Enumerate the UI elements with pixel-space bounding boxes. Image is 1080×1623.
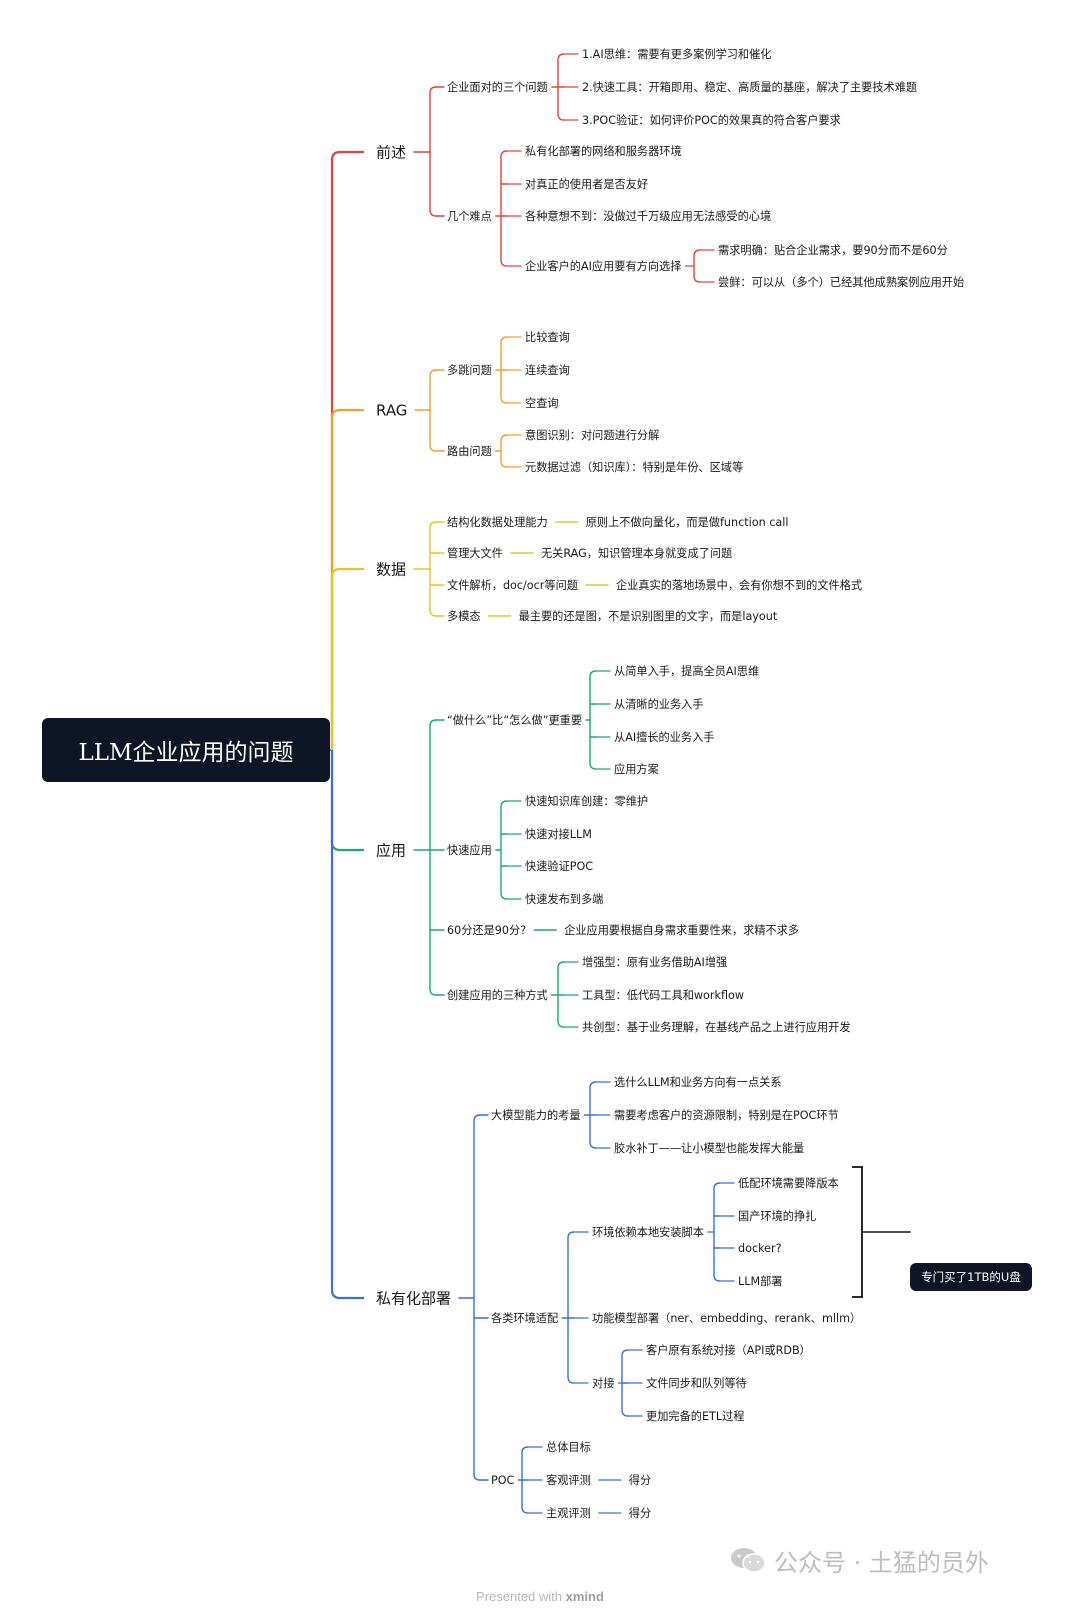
topic-qianshu-1[interactable]: 几个难点	[447, 210, 492, 223]
subtopic-siyouhua-1-2[interactable]: 对接	[592, 1376, 614, 1390]
subnote-siyouhua-2-2[interactable]: 得分	[629, 1507, 651, 1520]
note-shuju-3[interactable]: 最主要的还是图，不是识别图里的文字，而是layout	[519, 609, 778, 623]
leaf-siyouhua-1-2-2[interactable]: 更加完备的ETL过程	[646, 1409, 744, 1423]
leaf-siyouhua-1-0-3[interactable]: LLM部署	[738, 1274, 783, 1288]
subtopic-siyouhua-0-1[interactable]: 需要考虑客户的资源限制，特别是在POC环节	[614, 1108, 839, 1122]
subtopic-yingyong-0-1[interactable]: 从清晰的业务入手	[614, 697, 704, 711]
note-yingyong-2[interactable]: 企业应用要根据自身需求重要性来，求精不求多	[564, 923, 799, 937]
topic-rag-0[interactable]: 多跳问题	[447, 363, 492, 377]
topic-shuju-0[interactable]: 结构化数据处理能力	[447, 515, 548, 529]
subtopic-yingyong-1-0[interactable]: 快速知识库创建：零维护	[525, 794, 648, 808]
topic-siyouhua-1[interactable]: 各类环境适配	[491, 1311, 558, 1325]
subtopic-qianshu-1-0[interactable]: 私有化部署的网络和服务器环境	[525, 144, 682, 158]
topic-shuju-3[interactable]: 多模态	[447, 609, 481, 623]
leaf-qianshu-1-3-0[interactable]: 需求明确：贴合企业需求，要90分而不是60分	[718, 243, 948, 257]
footer-prefix: Presented with	[476, 1589, 566, 1604]
watermark: 公众号 · 土猛的员外	[730, 1540, 989, 1580]
subtopic-yingyong-0-2[interactable]: 从AI擅长的业务入手	[614, 730, 714, 744]
note-shuju-1[interactable]: 无关RAG，知识管理本身就变成了问题	[541, 546, 732, 560]
subtopic-siyouhua-2-1[interactable]: 客观评测	[546, 1473, 591, 1487]
topic-yingyong-0[interactable]: “做什么”比“怎么做”更重要	[447, 713, 582, 727]
subtopic-yingyong-3-1[interactable]: 工具型：低代码工具和workflow	[582, 988, 744, 1002]
leaf-siyouhua-1-0-0[interactable]: 低配环境需要降版本	[738, 1176, 839, 1190]
callout-topic[interactable]: 专门买了1TB的U盘	[910, 1263, 1032, 1291]
topic-qianshu-0[interactable]: 企业面对的三个问题	[447, 80, 548, 94]
subtopic-siyouhua-0-0[interactable]: 选什么LLM和业务方向有一点关系	[614, 1075, 782, 1089]
footer-credit: Presented with xmind	[0, 1589, 1080, 1604]
subtopic-yingyong-1-2[interactable]: 快速验证POC	[525, 859, 593, 873]
wechat-icon	[730, 1546, 766, 1574]
subtopic-siyouhua-2-0[interactable]: 总体目标	[546, 1440, 591, 1454]
subtopic-qianshu-1-3[interactable]: 企业客户的AI应用要有方向选择	[525, 259, 681, 273]
subtopic-rag-1-0[interactable]: 意图识别：对问题进行分解	[525, 428, 659, 442]
subtopic-yingyong-3-0[interactable]: 增强型：原有业务借助AI增强	[582, 955, 727, 969]
topic-yingyong-3[interactable]: 创建应用的三种方式	[447, 988, 548, 1002]
branch-yingyong[interactable]: 应用	[376, 841, 406, 859]
subtopic-siyouhua-1-0[interactable]: 环境依赖本地安装脚本	[592, 1225, 704, 1239]
subtopic-rag-1-1[interactable]: 元数据过滤（知识库）：特别是年份、区域等	[525, 460, 743, 474]
subtopic-qianshu-1-2[interactable]: 各种意想不到：没做过千万级应用无法感受的心境	[525, 209, 771, 223]
subnote-siyouhua-2-1[interactable]: 得分	[629, 1474, 651, 1487]
subtopic-siyouhua-0-2[interactable]: 胶水补丁——让小模型也能发挥大能量	[614, 1141, 804, 1155]
leaf-siyouhua-1-2-0[interactable]: 客户原有系统对接（API或RDB）	[646, 1343, 811, 1357]
subtopic-yingyong-1-1[interactable]: 快速对接LLM	[525, 827, 592, 841]
subtopic-rag-0-0[interactable]: 比较查询	[525, 330, 570, 344]
branch-shuju[interactable]: 数据	[376, 560, 406, 578]
root-topic[interactable]: LLM企业应用的问题	[42, 718, 330, 782]
subtopic-yingyong-0-0[interactable]: 从简单入手，提高全员AI思维	[614, 664, 759, 678]
subtopic-qianshu-0-0[interactable]: 1.AI思维：需要有更多案例学习和催化	[582, 47, 771, 61]
subtopic-qianshu-0-2[interactable]: 3.POC验证：如何评价POC的效果真的符合客户要求	[582, 113, 841, 127]
leaf-qianshu-1-3-1[interactable]: 尝鲜：可以从（多个）已经其他成熟案例应用开始	[718, 275, 964, 289]
subtopic-yingyong-3-2[interactable]: 共创型：基于业务理解，在基线产品之上进行应用开发	[582, 1020, 851, 1034]
branch-siyouhua[interactable]: 私有化部署	[376, 1289, 451, 1307]
branch-qianshu[interactable]: 前述	[376, 143, 406, 161]
topic-siyouhua-0[interactable]: 大模型能力的考量	[491, 1108, 581, 1122]
leaf-siyouhua-1-0-1[interactable]: 国产环境的挣扎	[738, 1209, 816, 1223]
subtopic-qianshu-1-1[interactable]: 对真正的使用者是否友好	[525, 177, 648, 191]
note-shuju-0[interactable]: 原则上不做向量化，而是做function call	[586, 515, 789, 529]
subtopic-yingyong-0-3[interactable]: 应用方案	[614, 762, 659, 776]
leaf-siyouhua-1-2-1[interactable]: 文件同步和队列等待	[646, 1376, 747, 1390]
footer-brand: xmind	[565, 1589, 604, 1604]
topic-shuju-2[interactable]: 文件解析，doc/ocr等问题	[447, 578, 578, 592]
topic-siyouhua-2[interactable]: POC	[491, 1474, 515, 1487]
subtopic-siyouhua-1-1[interactable]: 功能模型部署（ner、embedding、rerank、mllm）	[592, 1311, 861, 1325]
topic-yingyong-1[interactable]: 快速应用	[447, 843, 492, 857]
topic-rag-1[interactable]: 路由问题	[447, 444, 492, 458]
topic-yingyong-2[interactable]: 60分还是90分?	[447, 924, 526, 937]
note-shuju-2[interactable]: 企业真实的落地场景中，会有你想不到的文件格式	[616, 578, 862, 592]
subtopic-qianshu-0-1[interactable]: 2.快速工具：开箱即用、稳定、高质量的基座，解决了主要技术难题	[582, 80, 917, 94]
subtopic-siyouhua-2-2[interactable]: 主观评测	[546, 1507, 591, 1520]
leaf-siyouhua-1-0-2[interactable]: docker?	[738, 1242, 782, 1255]
topic-shuju-1[interactable]: 管理大文件	[447, 546, 503, 560]
subtopic-rag-0-2[interactable]: 空查询	[525, 396, 559, 410]
summary-bracket	[852, 1166, 863, 1298]
subtopic-yingyong-1-3[interactable]: 快速发布到多端	[525, 892, 603, 906]
subtopic-rag-0-1[interactable]: 连续查询	[525, 363, 570, 377]
watermark-text: 公众号 · 土猛的员外	[774, 1548, 989, 1577]
branch-rag[interactable]: RAG	[376, 401, 407, 419]
